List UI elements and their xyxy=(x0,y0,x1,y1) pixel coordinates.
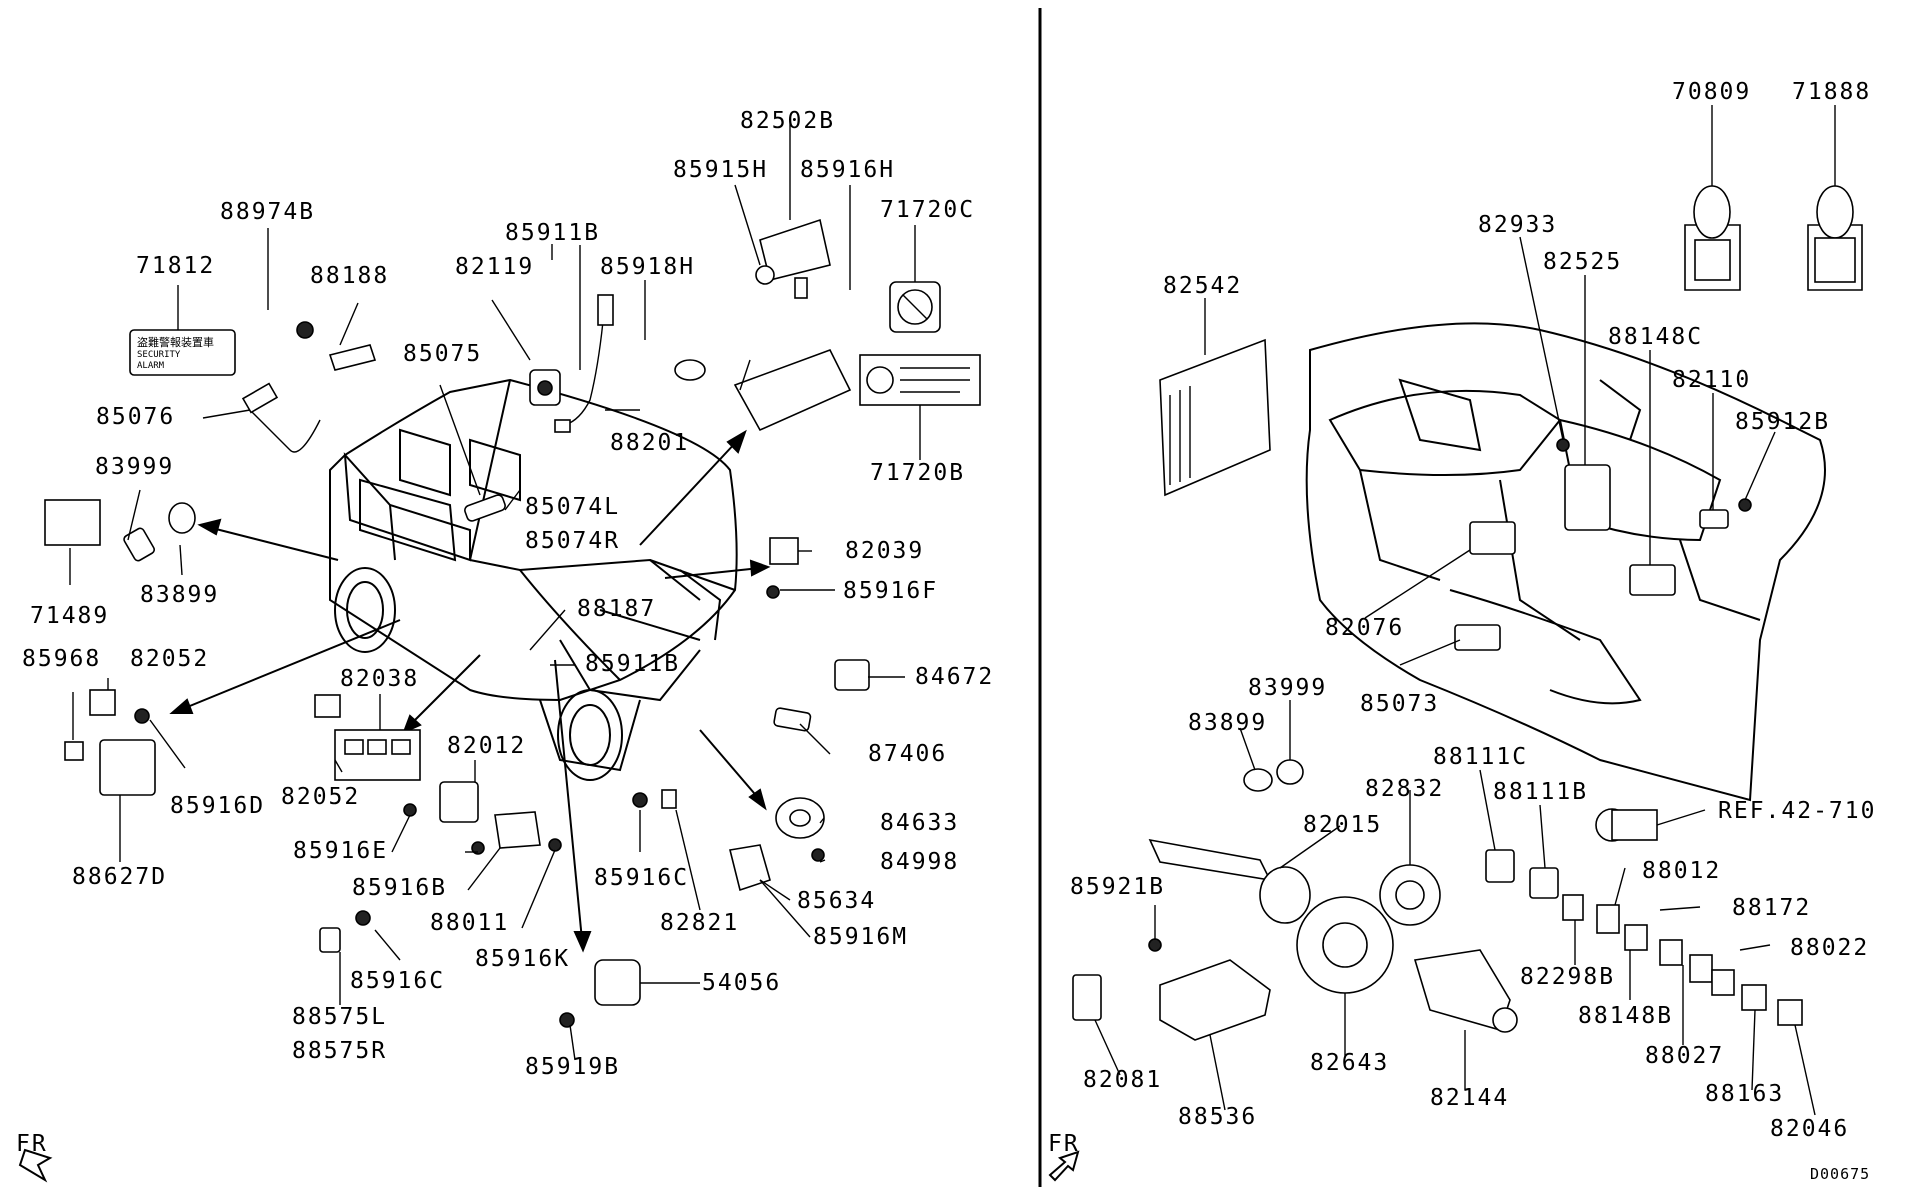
label-84633: 84633 xyxy=(880,810,960,836)
label-71888: 71888 xyxy=(1792,79,1872,105)
sticker-71489 xyxy=(44,499,101,546)
label-82832: 82832 xyxy=(1365,776,1445,802)
label-85916C-right: 85916C xyxy=(594,865,690,891)
security-sticker-line1: 盗難警報装置車 xyxy=(137,336,214,349)
label-88187: 88187 xyxy=(577,596,657,622)
label-83999-left: 83999 xyxy=(95,454,175,480)
fr-arrow-right-icon xyxy=(1048,1150,1080,1182)
label-85911B-top: 85911B xyxy=(505,220,601,246)
label-88575R: 88575R xyxy=(292,1038,388,1064)
callout-arrows xyxy=(169,429,771,953)
label-ref-42-710: REF.42-710 xyxy=(1718,798,1877,824)
label-84672: 84672 xyxy=(915,664,995,690)
module-82542 xyxy=(1159,338,1271,497)
label-88974B: 88974B xyxy=(220,199,316,225)
label-88201: 88201 xyxy=(610,430,690,456)
label-85915H: 85915H xyxy=(673,157,769,183)
label-71489: 71489 xyxy=(30,603,110,629)
label-85916D: 85916D xyxy=(170,793,266,819)
label-88012: 88012 xyxy=(1642,858,1722,884)
label-85075: 85075 xyxy=(403,341,483,367)
label-82119: 82119 xyxy=(455,254,535,280)
label-85073: 85073 xyxy=(1360,691,1440,717)
label-88022: 88022 xyxy=(1790,935,1870,961)
label-85916H: 85916H xyxy=(800,157,896,183)
label-85916F: 85916F xyxy=(843,578,939,604)
label-85968: 85968 xyxy=(22,646,102,672)
label-71812: 71812 xyxy=(136,253,216,279)
sticker-71812 xyxy=(129,329,236,376)
leader-lines-right xyxy=(1094,105,1836,1116)
label-88027: 88027 xyxy=(1645,1043,1725,1069)
label-85916C-left: 85916C xyxy=(350,968,446,994)
label-82502B: 82502B xyxy=(740,108,836,134)
label-88163: 88163 xyxy=(1705,1081,1785,1107)
diagram-code: D00675 xyxy=(1810,1165,1871,1183)
label-85921B: 85921B xyxy=(1070,874,1166,900)
instrument-panel xyxy=(1305,322,1826,802)
label-85074L: 85074L xyxy=(525,494,621,520)
label-85911B-mid: 85911B xyxy=(585,651,681,677)
label-82046: 82046 xyxy=(1770,1116,1850,1142)
label-85916M: 85916M xyxy=(813,924,909,950)
label-85634: 85634 xyxy=(797,888,877,914)
label-88188: 88188 xyxy=(310,263,390,289)
label-85912B: 85912B xyxy=(1735,409,1831,435)
label-88148C: 88148C xyxy=(1608,324,1704,350)
label-82039: 82039 xyxy=(845,538,925,564)
label-88575L: 88575L xyxy=(292,1004,388,1030)
label-82012: 82012 xyxy=(447,733,527,759)
label-85074R: 85074R xyxy=(525,528,621,554)
label-82015: 82015 xyxy=(1303,812,1383,838)
security-sticker-line2: SECURITY xyxy=(137,350,181,360)
fr-arrow-left-icon xyxy=(18,1148,53,1183)
label-83899-right: 83899 xyxy=(1188,710,1268,736)
security-sticker-line3: ALARM xyxy=(137,361,165,371)
label-83899-left: 83899 xyxy=(140,582,220,608)
switch-82038 xyxy=(334,729,421,781)
label-82081: 82081 xyxy=(1083,1067,1163,1093)
label-82110: 82110 xyxy=(1672,367,1752,393)
label-85918H: 85918H xyxy=(600,254,696,280)
label-87406: 87406 xyxy=(868,741,948,767)
label-82052-top: 82052 xyxy=(130,646,210,672)
label-71720B: 71720B xyxy=(870,460,966,486)
label-82525: 82525 xyxy=(1543,249,1623,275)
label-85919B: 85919B xyxy=(525,1054,621,1080)
label-71720C: 71720C xyxy=(880,197,976,223)
label-83999-right: 83999 xyxy=(1248,675,1328,701)
label-88172: 88172 xyxy=(1732,895,1812,921)
label-88111B: 88111B xyxy=(1493,779,1589,805)
label-82038: 82038 xyxy=(340,666,420,692)
label-85916B: 85916B xyxy=(352,875,448,901)
label-85916E: 85916E xyxy=(293,838,389,864)
label-82933: 82933 xyxy=(1478,212,1558,238)
label-82298B: 82298B xyxy=(1520,964,1616,990)
label-85916K: 85916K xyxy=(475,946,571,972)
fr-label-right: FR xyxy=(1048,1131,1080,1157)
label-70809: 70809 xyxy=(1672,79,1752,105)
label-82144: 82144 xyxy=(1430,1085,1510,1111)
label-82821: 82821 xyxy=(660,910,740,936)
label-85076: 85076 xyxy=(96,404,176,430)
label-88148B: 88148B xyxy=(1578,1003,1674,1029)
leader-lines-left xyxy=(69,120,921,1061)
label-84998: 84998 xyxy=(880,849,960,875)
part-drawings-right xyxy=(1072,185,1863,1041)
label-88111C: 88111C xyxy=(1433,744,1529,770)
label-82052-bottom: 82052 xyxy=(281,784,361,810)
label-88627D: 88627D xyxy=(72,864,168,890)
label-82643: 82643 xyxy=(1310,1050,1390,1076)
label-54056: 54056 xyxy=(702,970,782,996)
label-82076: 82076 xyxy=(1325,615,1405,641)
fr-label-left: FR xyxy=(16,1131,48,1157)
label-88011: 88011 xyxy=(430,910,510,936)
label-88536: 88536 xyxy=(1178,1104,1258,1130)
ecu-88536 xyxy=(1159,959,1271,1041)
label-82542: 82542 xyxy=(1163,273,1243,299)
